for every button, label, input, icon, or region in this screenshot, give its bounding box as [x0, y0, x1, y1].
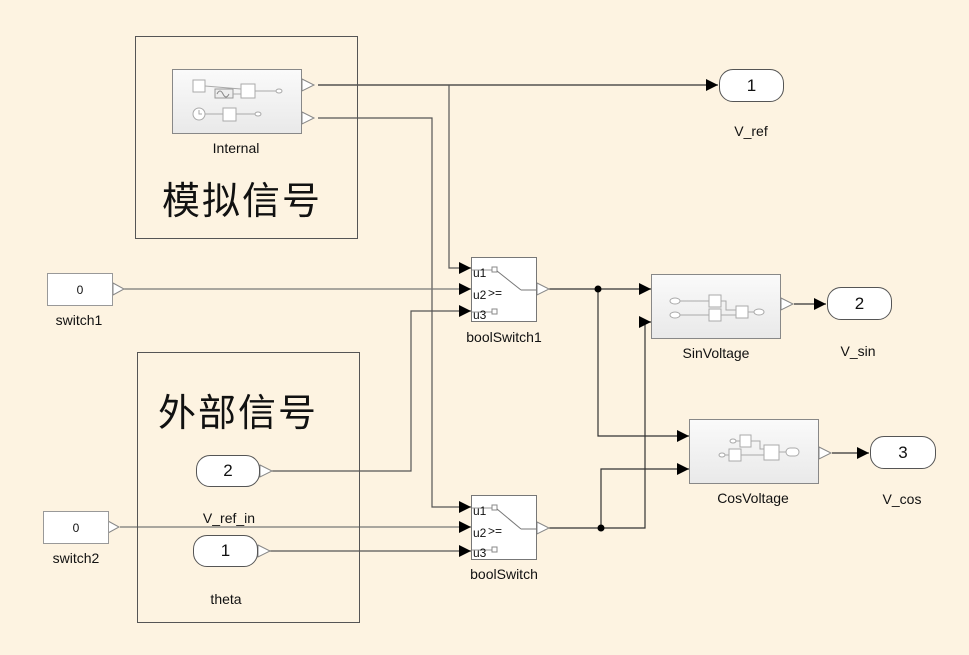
outport-arrow-icon	[536, 521, 551, 535]
area-external-signal[interactable]	[137, 352, 360, 623]
subsystem-preview-icon	[718, 434, 800, 462]
sinvoltage-label: SinVoltage	[682, 345, 750, 361]
switch2-label: switch2	[52, 550, 100, 566]
internal-subsystem[interactable]	[172, 69, 302, 134]
sinvoltage-subsystem[interactable]	[651, 274, 781, 339]
subsystem-preview-icon	[669, 294, 765, 322]
inport-number: 2	[223, 461, 233, 480]
wire-boolswitch-to-cosvoltage-in2[interactable]	[600, 463, 689, 528]
outport-v-ref[interactable]: 1	[719, 69, 784, 102]
outport-v-ref-label: V_ref	[734, 123, 768, 139]
switch2-constant[interactable]: 0	[43, 511, 109, 544]
switch1-label: switch1	[55, 312, 103, 328]
outport-number: 1	[746, 75, 757, 95]
area-analog-signal[interactable]	[135, 36, 358, 239]
switch1-constant[interactable]: 0	[47, 273, 113, 306]
inport-theta-label: theta	[210, 591, 242, 607]
port-label-u1: u1	[473, 504, 487, 518]
outport-arrow-icon	[107, 520, 121, 534]
port-label-u2: u2	[473, 526, 487, 540]
branch-point	[594, 285, 602, 293]
outport-arrow-icon	[818, 446, 833, 460]
wire-vrefin-to-boolswitch1-u3[interactable]	[272, 305, 471, 472]
outport-number: 3	[898, 442, 908, 462]
port-label-u2: u2	[473, 288, 487, 302]
boolswitch-label: boolSwitch	[470, 566, 538, 582]
boolswitch-block[interactable]: u1 u2 u3 >=	[471, 495, 537, 560]
internal-subsystem-label: Internal	[212, 140, 260, 156]
inport-v-ref-in-label: V_ref_in	[202, 510, 256, 526]
wire-boolswitch1-to-cosvoltage-in1[interactable]	[597, 289, 689, 442]
switch-icon	[472, 266, 536, 315]
outport-arrow-icon	[536, 282, 551, 296]
area-external-signal-title: 外部信号	[158, 391, 319, 435]
cosvoltage-subsystem[interactable]	[689, 419, 819, 484]
boolswitch1-block[interactable]: u1 u2 u3 >=	[471, 257, 537, 322]
port-label-u3: u3	[473, 546, 487, 560]
outport-arrow-icon	[112, 282, 126, 296]
area-analog-signal-title: 模拟信号	[162, 179, 323, 223]
outport-arrow-icon	[257, 544, 272, 558]
switch-icon	[472, 504, 536, 553]
port-label-u1: u1	[473, 266, 487, 280]
switch-criteria: >=	[488, 524, 503, 538]
port-label-u3: u3	[473, 308, 487, 322]
outport-arrow-icon	[301, 111, 316, 125]
cosvoltage-label: CosVoltage	[717, 490, 789, 506]
wire-internal-out2-to-boolswitch-u1[interactable]	[318, 117, 471, 513]
inport-v-ref-in[interactable]: 2	[196, 455, 260, 487]
branch-point	[597, 524, 605, 532]
subsystem-preview-icon	[192, 79, 283, 122]
inport-number: 1	[220, 541, 231, 560]
switch-criteria: >=	[488, 286, 503, 300]
outport-v-sin[interactable]: 2	[827, 287, 892, 320]
outport-arrow-icon	[780, 297, 795, 311]
switch1-value: 0	[76, 282, 84, 297]
wire-internal-out1-to-boolswitch1-u1[interactable]	[448, 85, 471, 274]
inport-theta[interactable]: 1	[193, 535, 258, 567]
outport-number: 2	[854, 293, 865, 313]
outport-arrow-icon	[259, 464, 274, 478]
outport-arrow-icon	[301, 78, 316, 92]
switch2-value: 0	[72, 520, 80, 535]
outport-v-sin-label: V_sin	[840, 343, 876, 359]
outport-v-cos[interactable]: 3	[870, 436, 936, 469]
boolswitch1-label: boolSwitch1	[466, 329, 542, 345]
wire-boolswitch-to-sinvoltage-in2[interactable]	[549, 316, 651, 529]
outport-v-cos-label: V_cos	[882, 491, 922, 507]
